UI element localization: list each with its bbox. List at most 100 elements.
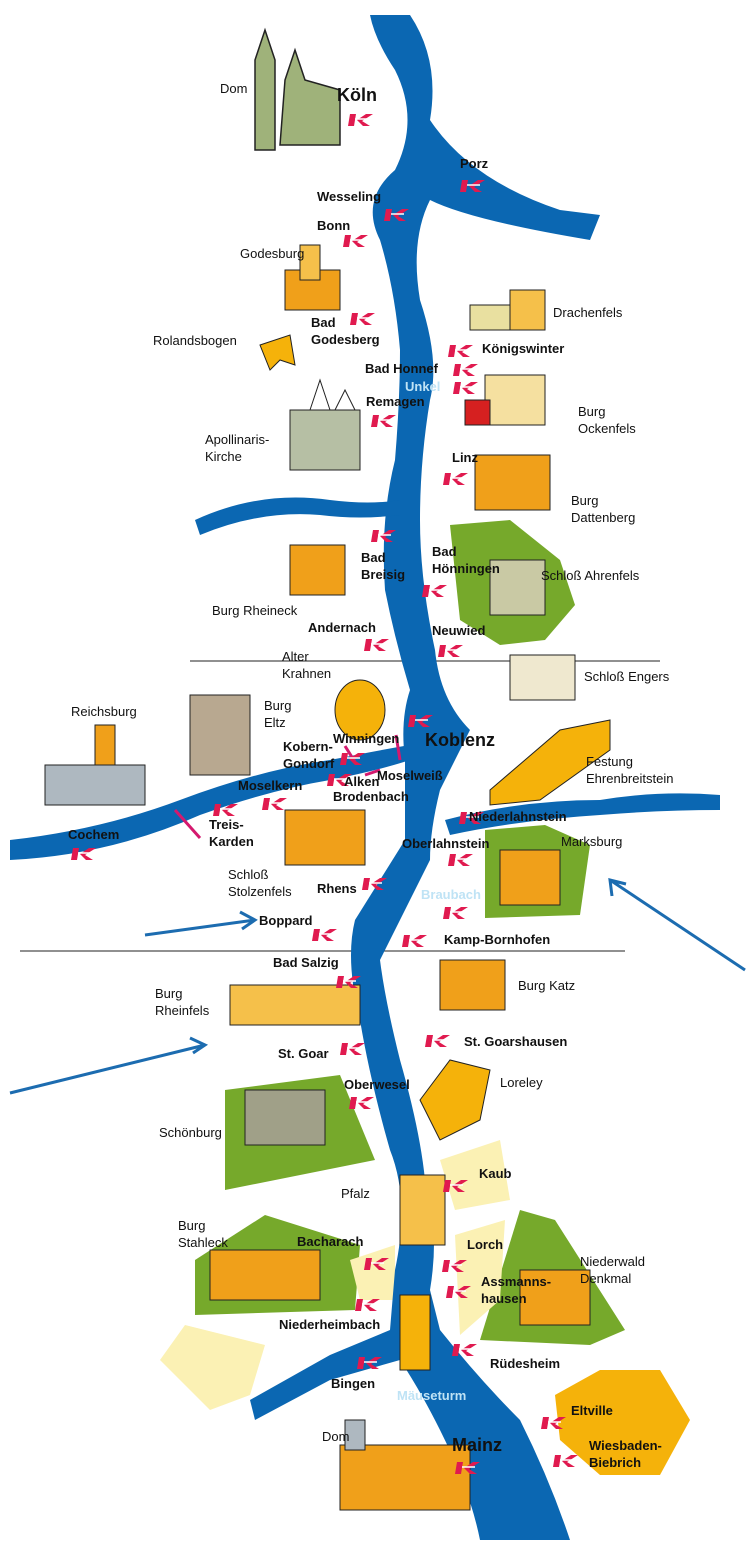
kd-logo-icon [453,362,479,378]
label-winningen: Winningen [333,731,400,746]
label-alken: Alken [344,774,380,789]
label-schloss-stolzenfels: Schloß Stolzenfels [228,867,292,899]
label-apollinaris: Apollinaris- Kirche [205,432,270,464]
castle-icon [489,559,546,616]
label-marksburg: Marksburg [561,834,623,849]
label-koeln: Köln [337,85,377,105]
rhine-river [250,15,600,1540]
land-patch-orange [555,1370,690,1475]
kd-logo-icon [443,905,469,921]
label-eltville: Eltville [571,1403,613,1418]
kd-logo-icon [340,1041,366,1057]
kd-logo-icon [327,772,353,788]
kd-logo-icon [348,112,374,128]
castle-icon [399,1294,431,1371]
kd-logo-icon [438,643,464,659]
kd-logo-icon [262,796,288,812]
label-schoenburg: Schönburg [159,1125,222,1140]
kd-logo-icon [357,1355,383,1371]
label-andernach: Andernach [308,620,376,635]
castle-icon [254,27,341,151]
label-dom-mainz: Dom [322,1429,350,1444]
cathedral-icon [289,378,361,471]
castle-icon [499,849,561,906]
label-loreley: Loreley [500,1075,543,1090]
label-oberwesel: Oberwesel [344,1077,410,1092]
kd-logo-icon [371,528,397,544]
kd-logo-icon [408,713,434,729]
label-niederlahnstein: Niederlahnstein [469,809,567,824]
kd-logo-icon [443,471,469,487]
label-bad-godesberg: Bad Godesberg [311,315,380,347]
kd-logo-icon [446,1284,472,1300]
kd-logo-icon [541,1415,567,1431]
label-burg-rheineck: Burg Rheineck [212,603,298,618]
castle-icon [244,1089,326,1146]
label-schloss-ahrenfels: Schloß Ahrenfels [541,568,640,583]
label-treis-karden: Treis- Karden [209,817,254,849]
label-rhens: Rhens [317,881,357,896]
label-burg-stahleck: Burg Stahleck [178,1218,228,1250]
label-kobern-gondorf: Kobern- Gondorf [283,739,335,771]
kd-logo-icon [349,1095,375,1111]
label-assmannshausen: Assmanns- hausen [481,1274,552,1306]
label-unkel: Unkel [405,379,441,394]
kd-logo-icon [312,927,338,943]
label-bad-breisig: Bad Breisig [361,550,406,582]
land-patch-cream [440,1140,510,1210]
castle-icon [259,334,296,371]
label-burg-ockenfels: Burg Ockenfels [578,404,636,436]
label-moselweiss: Moselweiß [377,768,443,783]
label-boppard: Boppard [259,913,313,928]
kd-logo-icon [71,846,97,862]
label-niederwald: Niederwald Denkmal [580,1254,646,1286]
kd-logo-icon [213,802,239,818]
land-patch-cream [455,1220,505,1335]
label-bad-hoenningen: Bad Hönningen [432,544,500,576]
castle-icon [209,1249,321,1301]
label-burg-dattenberg: Burg Dattenberg [571,493,636,525]
castle-icon [399,1174,446,1246]
label-bonn: Bonn [317,218,351,233]
kd-logo-icon [453,380,479,396]
kd-logo-icon [350,311,376,327]
castle-icon [189,694,251,776]
label-cochem: Cochem [68,827,120,842]
label-burg-katz: Burg Katz [518,978,576,993]
label-lorch: Lorch [467,1237,504,1252]
castle-icon [229,984,361,1026]
castle-icon [519,1269,591,1326]
kd-logo-icon [364,637,390,653]
label-oberlahnstein: Oberlahnstein [402,836,490,851]
label-koblenz: Koblenz [425,730,495,750]
label-godesburg: Godesburg [240,246,305,261]
label-remagen: Remagen [366,394,425,409]
castle-icon [284,809,366,866]
kd-logo-icon [448,343,474,359]
label-brodenbach: Brodenbach [333,789,409,804]
castle-icon [289,544,346,596]
label-bad-honnef: Bad Honnef [365,361,438,376]
kd-logo-icon [336,974,362,990]
castle-icon [44,724,146,806]
label-burg-eltz: Burg Eltz [264,698,292,730]
label-kamp-bornhofen: Kamp-Bornhofen [444,932,551,947]
label-rolandsbogen: Rolandsbogen [153,333,237,348]
label-ruedesheim: Rüdesheim [490,1356,561,1371]
castle-icon [509,654,576,701]
label-porz: Porz [460,156,489,171]
label-braubach: Braubach [421,887,481,902]
label-st-goarshausen: St. Goarshausen [464,1034,568,1049]
land-patch-cream [160,1325,265,1410]
castle-icon [474,454,551,511]
label-drachenfels: Drachenfels [553,305,623,320]
label-niederheimbach: Niederheimbach [279,1317,381,1332]
castle-icon [334,679,386,741]
label-festung: Festung Ehrenbreitstein [586,754,674,786]
kd-logo-icon [384,207,410,223]
kd-logo-icon [355,1297,381,1313]
label-wiesbaden: Wiesbaden- Biebrich [589,1438,662,1470]
label-dom-koeln: Dom [220,81,248,96]
label-wesseling: Wesseling [317,189,382,204]
